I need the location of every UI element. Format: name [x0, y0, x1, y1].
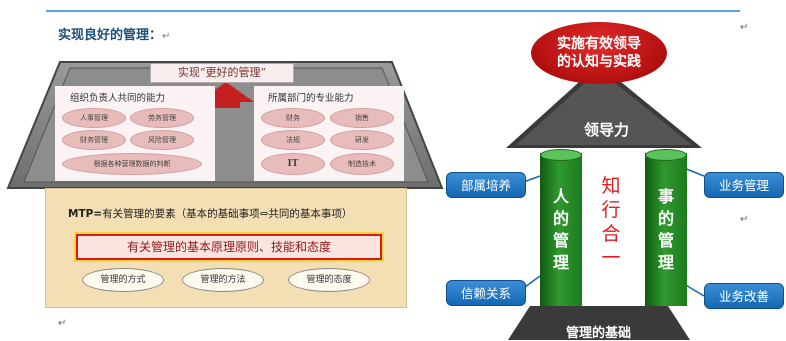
slogan-char: 合: [601, 223, 621, 245]
pillar-char: 理: [657, 253, 674, 272]
mtp-text: 有关管理的要素（基本的基础事项⇔共同的基本事项）: [102, 208, 353, 220]
goal-ellipse: 实施有效领导 的认知与实践: [531, 22, 667, 84]
top-divider-line: [46, 10, 740, 12]
ellipse-legal: 法规: [261, 130, 325, 150]
ellipse-manufacturing: 制造技术: [330, 153, 394, 175]
pillar-char: 理: [552, 253, 569, 272]
ellipse-sales: 销售: [330, 108, 394, 128]
right-panel-label: 所属部门的专业能力: [268, 93, 354, 104]
slogan-char: 行: [601, 199, 621, 221]
ellipse-finance-dept: 财务: [261, 108, 325, 128]
pillar-char: 的: [657, 209, 674, 228]
foundation-label: 管理的基础: [566, 326, 632, 341]
mtp-prefix: MTP=: [68, 208, 103, 220]
paragraph-mark: ↵: [740, 22, 749, 33]
left-pillar-cap: [540, 149, 582, 161]
foundation-base: [508, 306, 690, 340]
right-pillar-cap: [645, 149, 687, 161]
subordinate-development-button[interactable]: 部属培养: [446, 172, 526, 198]
section-heading: 实现良好的管理：↵: [58, 24, 170, 43]
right-pillar-text: 事 的 管 理: [645, 186, 687, 274]
left-panel-label: 组织负责人共同的能力: [70, 93, 166, 104]
pillar-char: 的: [552, 209, 569, 228]
center-slogan: 知 行 合 一: [599, 174, 623, 270]
goal-line-1: 实施有效领导: [557, 36, 641, 52]
goal-line-2: 的认知与实践: [557, 54, 641, 70]
heading-text: 实现良好的管理：: [58, 28, 163, 43]
paragraph-mark: ↵: [162, 31, 171, 42]
trust-relationship-button[interactable]: 信赖关系: [446, 280, 526, 306]
paragraph-mark: ↵: [740, 214, 749, 225]
paragraph-mark: ↵: [58, 318, 67, 329]
left-pillar-text: 人 的 管 理: [540, 186, 582, 274]
oval-method-approach: 管理的方法: [182, 268, 264, 292]
ellipse-hr: 人事管理: [62, 108, 126, 128]
left-pillar: [540, 153, 582, 306]
ellipse-finance: 财务管理: [62, 130, 126, 150]
slogan-char: 知: [601, 175, 621, 197]
temple-frame: [506, 64, 705, 340]
ellipse-judgement: 根据各种营理数据的判断: [62, 153, 202, 175]
slogan-char: 一: [601, 247, 621, 269]
pillar-char: 事: [657, 187, 674, 206]
business-improvement-button[interactable]: 业务改善: [704, 283, 784, 309]
ellipse-risk: 风险管理: [130, 130, 194, 150]
principle-box: 有关管理的基本原理原则、技能和态度: [74, 232, 384, 262]
ellipse-labor: 劳务管理: [130, 108, 194, 128]
pillar-char: 人: [552, 187, 569, 206]
ellipse-rnd: 研发: [330, 130, 394, 150]
ellipse-it: IT: [261, 153, 325, 175]
pillar-char: 管: [657, 231, 674, 250]
house-title: 实现“更好的管理”: [150, 63, 294, 83]
oval-method-style: 管理的方式: [82, 268, 164, 292]
right-pillar: [645, 153, 687, 306]
pillar-char: 管: [552, 231, 569, 250]
oval-attitude: 管理的态度: [288, 268, 370, 292]
mtp-line: MTP=有关管理的要素（基本的基础事项⇔共同的基本事项）: [68, 206, 352, 221]
business-management-button[interactable]: 业务管理: [704, 172, 784, 198]
leadership-label: 领导力: [584, 121, 630, 139]
